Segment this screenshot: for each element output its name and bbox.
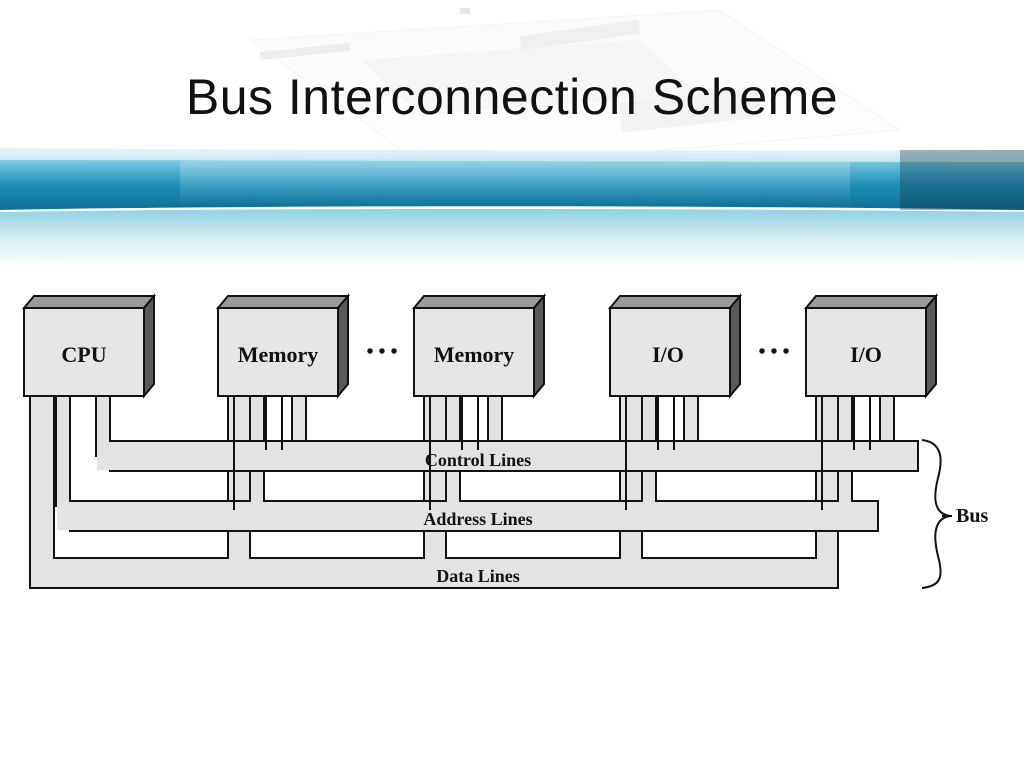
module-cpu [21, 293, 157, 399]
slide-title: Bus Interconnection Scheme [185, 69, 839, 125]
module-label-memory-1: Memory [238, 342, 319, 367]
ellipsis-memory: • • • [366, 341, 397, 363]
module-io-1 [607, 293, 743, 399]
banner-reflection [0, 209, 1024, 267]
module-label-memory-2: Memory [434, 342, 515, 367]
module-label-io-1: I/O [652, 342, 684, 367]
module-memory-1 [215, 293, 351, 399]
data-lines-label: Data Lines [436, 566, 520, 586]
chip-watermark [248, 8, 902, 171]
bus-brace [921, 439, 951, 589]
control-bus [95, 395, 919, 472]
bus-label: Bus [956, 505, 988, 527]
ellipsis-io: • • • [758, 341, 789, 363]
address-bus [55, 395, 879, 532]
module-io-2 [803, 293, 939, 399]
control-lines-label: Control Lines [425, 450, 531, 470]
module-label-cpu: CPU [61, 342, 106, 367]
data-bus [29, 395, 839, 589]
bus-diagram: CPU Memory Memory I/O I/O • • • • • • Co… [21, 293, 988, 589]
header-banner [0, 8, 1024, 267]
module-label-io-2: I/O [850, 342, 882, 367]
address-lines-label: Address Lines [423, 509, 532, 529]
module-memory-2 [411, 293, 547, 399]
module-wires [233, 396, 871, 510]
